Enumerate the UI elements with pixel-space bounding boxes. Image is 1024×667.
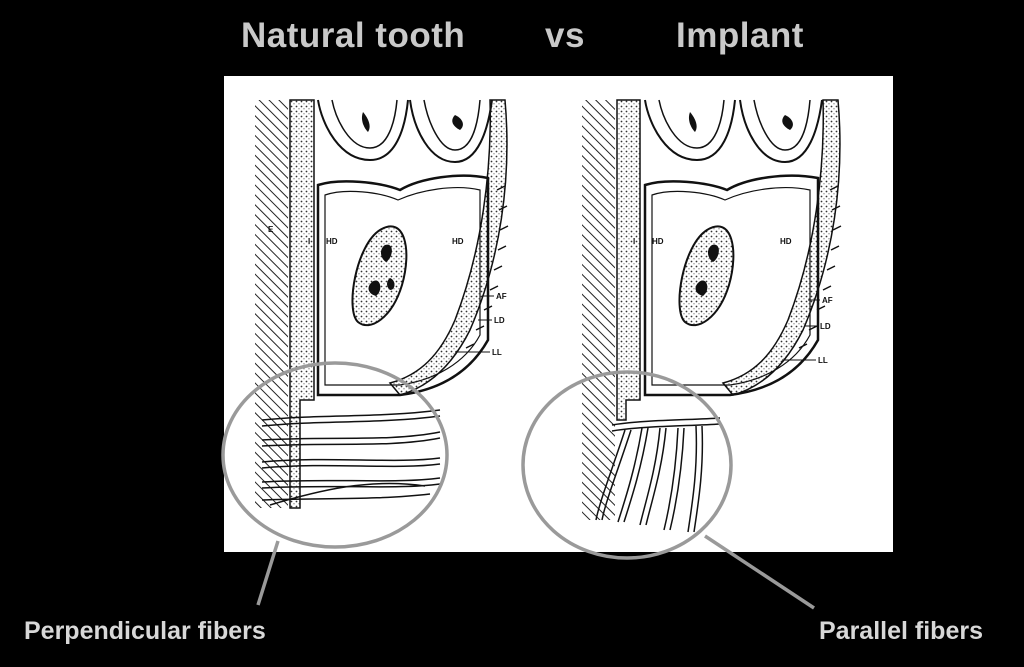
label-af-right: AF [822, 296, 833, 305]
label-hd-left-1: HD [326, 237, 338, 246]
implant-connective-tissue [643, 174, 820, 397]
perpendicular-fibers [261, 409, 441, 506]
label-ld-right: LD [820, 322, 831, 331]
outer-epithelium-band [388, 99, 508, 396]
label-i-left: I [308, 237, 310, 246]
callout-circle-perpendicular [221, 361, 449, 549]
tooth-surface-hatch [255, 100, 288, 508]
caption-perpendicular-fibers: Perpendicular fibers [24, 617, 266, 645]
label-ll-left: LL [492, 348, 502, 357]
implant-drawing: I HD HD AF LD LL [582, 99, 842, 533]
callout-pointer-perpendicular [256, 540, 280, 606]
label-i-right: I [633, 237, 635, 246]
title-vs: vs [545, 16, 585, 55]
papilla-2 [409, 99, 493, 164]
callout-circle-parallel [521, 370, 733, 560]
label-af-left: AF [496, 292, 507, 301]
parallel-fibers [595, 417, 721, 533]
epithelium-band [289, 99, 315, 509]
title-natural-tooth: Natural tooth [241, 16, 466, 55]
implant-surface-hatch [582, 100, 615, 520]
caption-parallel-fibers: Parallel fibers [819, 617, 983, 645]
blood-vessel [351, 225, 408, 327]
label-ll-right: LL [818, 356, 828, 365]
implant-epithelium-band [616, 99, 641, 421]
label-hd-right-2: HD [780, 237, 792, 246]
illustration-panel [224, 76, 893, 552]
implant-blood-vessel [678, 225, 735, 327]
natural-tooth-drawing: E I HD HD AF LD LL [255, 99, 509, 509]
callout-pointer-parallel [704, 534, 815, 610]
title-implant: Implant [676, 16, 804, 55]
label-hd-left-2: HD [452, 237, 464, 246]
label-e-left: E [268, 225, 274, 234]
implant-outer-band [721, 99, 841, 396]
label-ld-left: LD [494, 316, 505, 325]
papilla-1 [317, 99, 409, 162]
label-hd-right-1: HD [652, 237, 664, 246]
connective-tissue-area [316, 174, 490, 397]
